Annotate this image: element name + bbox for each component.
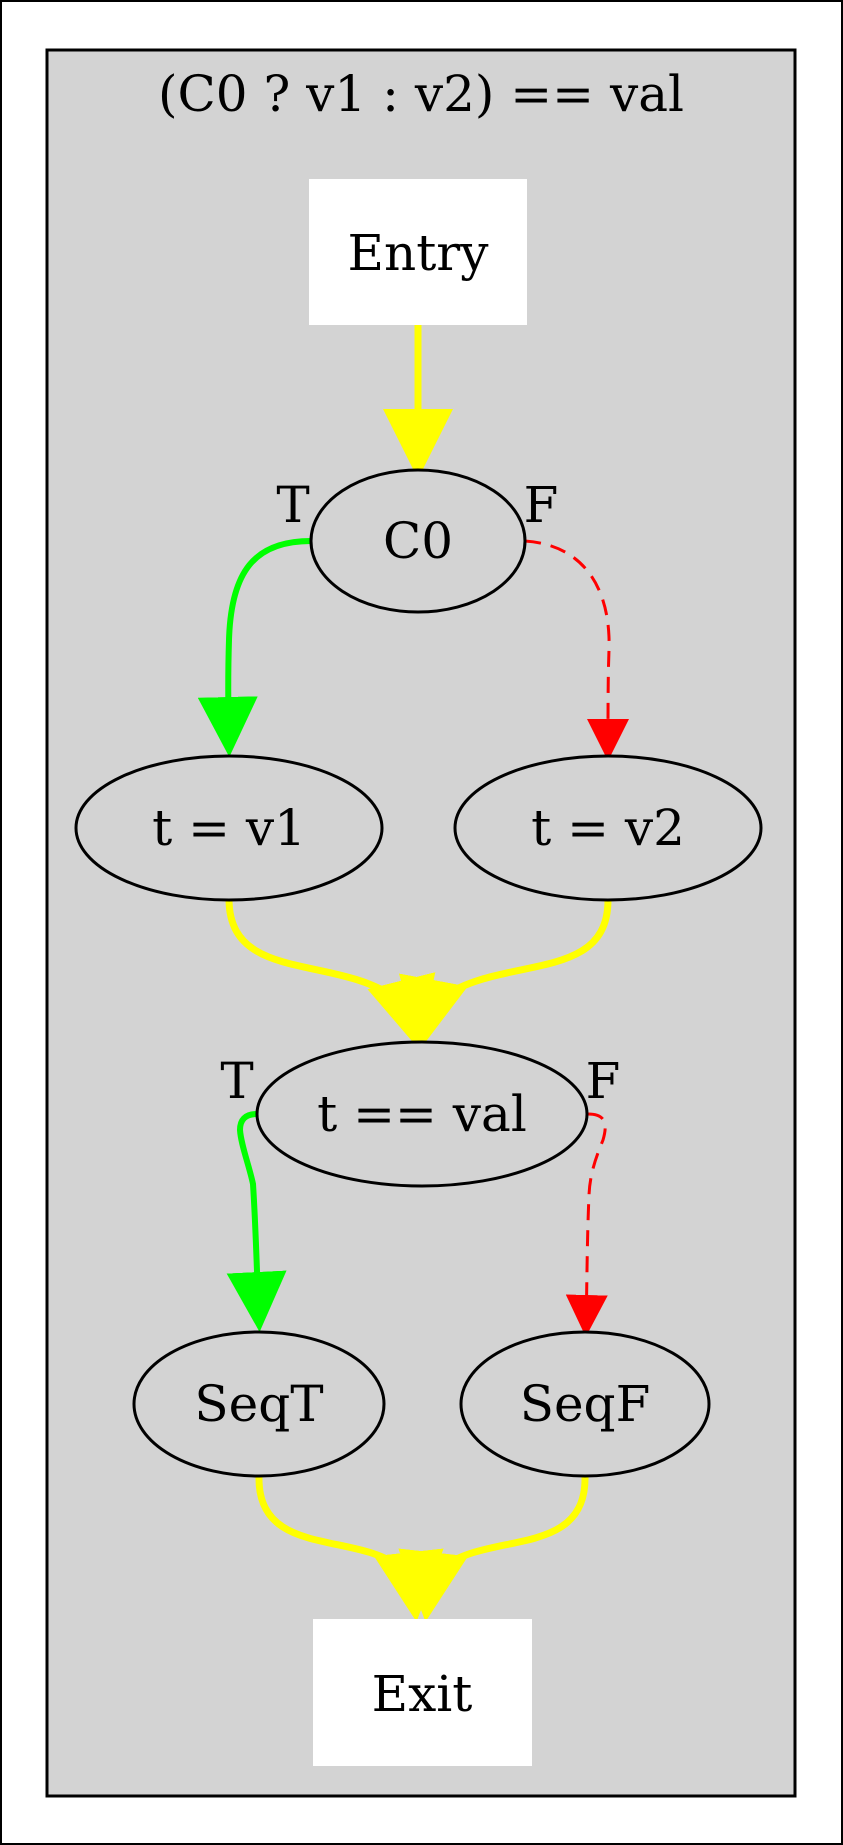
seqf-node xyxy=(459,1330,711,1478)
diagram-title: (C0 ? v1 : v2) == val xyxy=(158,65,684,123)
edge-compare-false xyxy=(565,1112,608,1337)
seqt-label: SeqT xyxy=(194,1375,323,1433)
c0-label: C0 xyxy=(383,512,453,570)
c0-true-label: T xyxy=(276,476,309,534)
compare-node xyxy=(255,1040,589,1188)
t-v1-label: t = v1 xyxy=(152,799,306,857)
compare-true-label: T xyxy=(220,1052,253,1110)
entry-label: Entry xyxy=(348,224,490,282)
edge-c0-false xyxy=(524,539,630,761)
compare-label: t == val xyxy=(317,1085,527,1143)
seqf-label: SeqF xyxy=(520,1375,651,1433)
exit-node xyxy=(313,1619,532,1766)
edge-seqf-exit xyxy=(398,1475,589,1622)
c0-node xyxy=(309,468,527,614)
exit-label: Exit xyxy=(372,1665,473,1723)
seqt-node xyxy=(132,1330,386,1478)
t-v1-node xyxy=(74,754,384,902)
edge-c0-true xyxy=(197,538,312,757)
edge-tv2-compare xyxy=(398,899,612,1049)
t-v2-node xyxy=(453,754,763,902)
compare-false-label: F xyxy=(586,1052,621,1110)
t-v2-label: t = v2 xyxy=(531,799,685,857)
edge-compare-true xyxy=(226,1111,287,1332)
entry-node xyxy=(309,179,527,325)
c0-false-label: F xyxy=(524,476,559,534)
